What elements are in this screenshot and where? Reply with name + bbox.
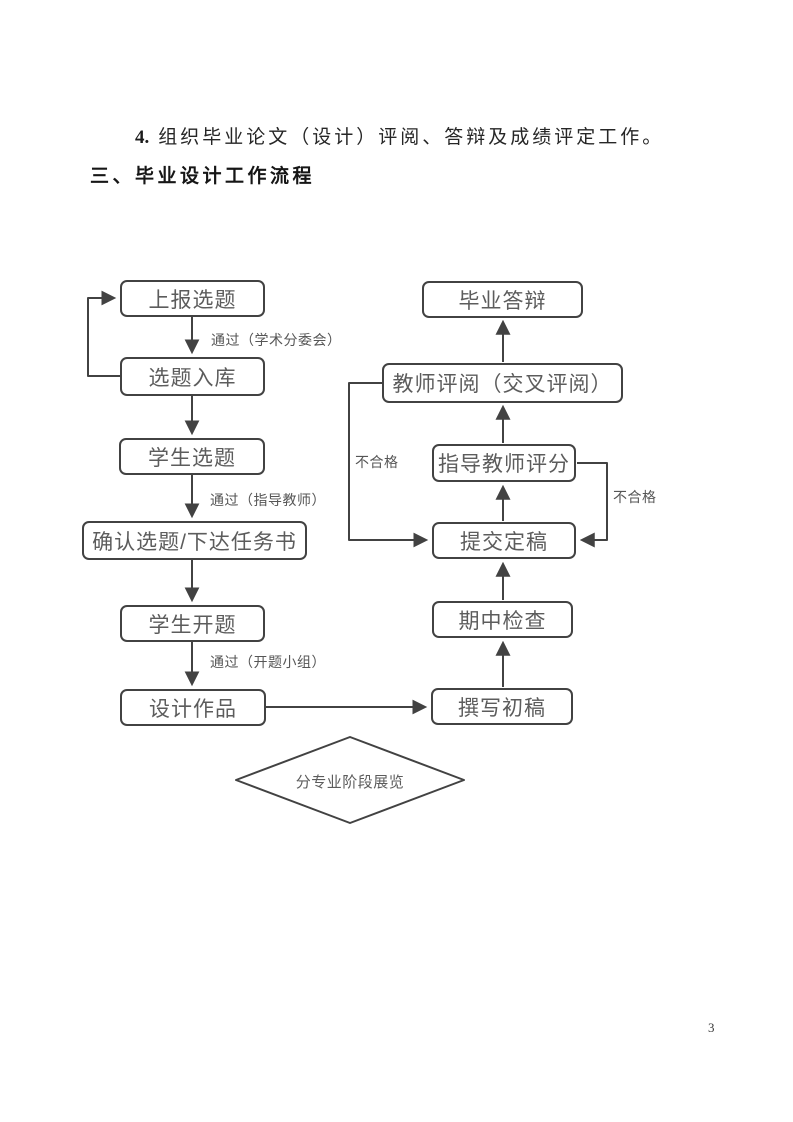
edge-label-pass-academic: 通过（学术分委会） xyxy=(211,332,342,348)
flow-node-report-topic: 上报选题 xyxy=(120,280,265,317)
flow-node-student-open: 学生开题 xyxy=(120,605,265,642)
flow-node-submit-final: 提交定稿 xyxy=(432,522,576,559)
edge-label-fail-left: 不合格 xyxy=(355,454,399,470)
edge-label-pass-opening: 通过（开题小组） xyxy=(210,654,326,670)
flow-node-teacher-review: 教师评阅（交叉评阅） xyxy=(382,363,623,403)
flow-node-draft: 撰写初稿 xyxy=(431,688,573,725)
flow-node-design-work: 设计作品 xyxy=(120,689,266,726)
flow-node-topic-db: 选题入库 xyxy=(120,357,265,396)
paragraph-item-4: 4. 组织毕业论文（设计）评阅、答辩及成绩评定工作。 xyxy=(135,122,664,149)
flow-node-midterm-check: 期中检查 xyxy=(432,601,573,638)
edge-db-back-to-report-arrow xyxy=(87,290,120,377)
paragraph-number: 4. xyxy=(135,127,150,148)
paragraph-text: 组织毕业论文（设计）评阅、答辩及成绩评定工作。 xyxy=(158,127,665,148)
edge-label-fail-right: 不合格 xyxy=(613,489,657,505)
edge-advisor-fail-to-submit-arrow xyxy=(577,462,608,548)
page-number: 3 xyxy=(708,1020,715,1035)
flow-node-exhibition: 分专业阶段展览 xyxy=(295,774,405,791)
flow-node-student-select: 学生选题 xyxy=(119,438,265,475)
section-heading: 三、毕业设计工作流程 xyxy=(90,166,316,187)
flow-node-defense: 毕业答辩 xyxy=(422,281,583,318)
edge-label-pass-advisor: 通过（指导教师） xyxy=(210,492,326,508)
flow-node-confirm-topic: 确认选题/下达任务书 xyxy=(82,521,307,560)
flow-node-advisor-score: 指导教师评分 xyxy=(432,444,576,482)
